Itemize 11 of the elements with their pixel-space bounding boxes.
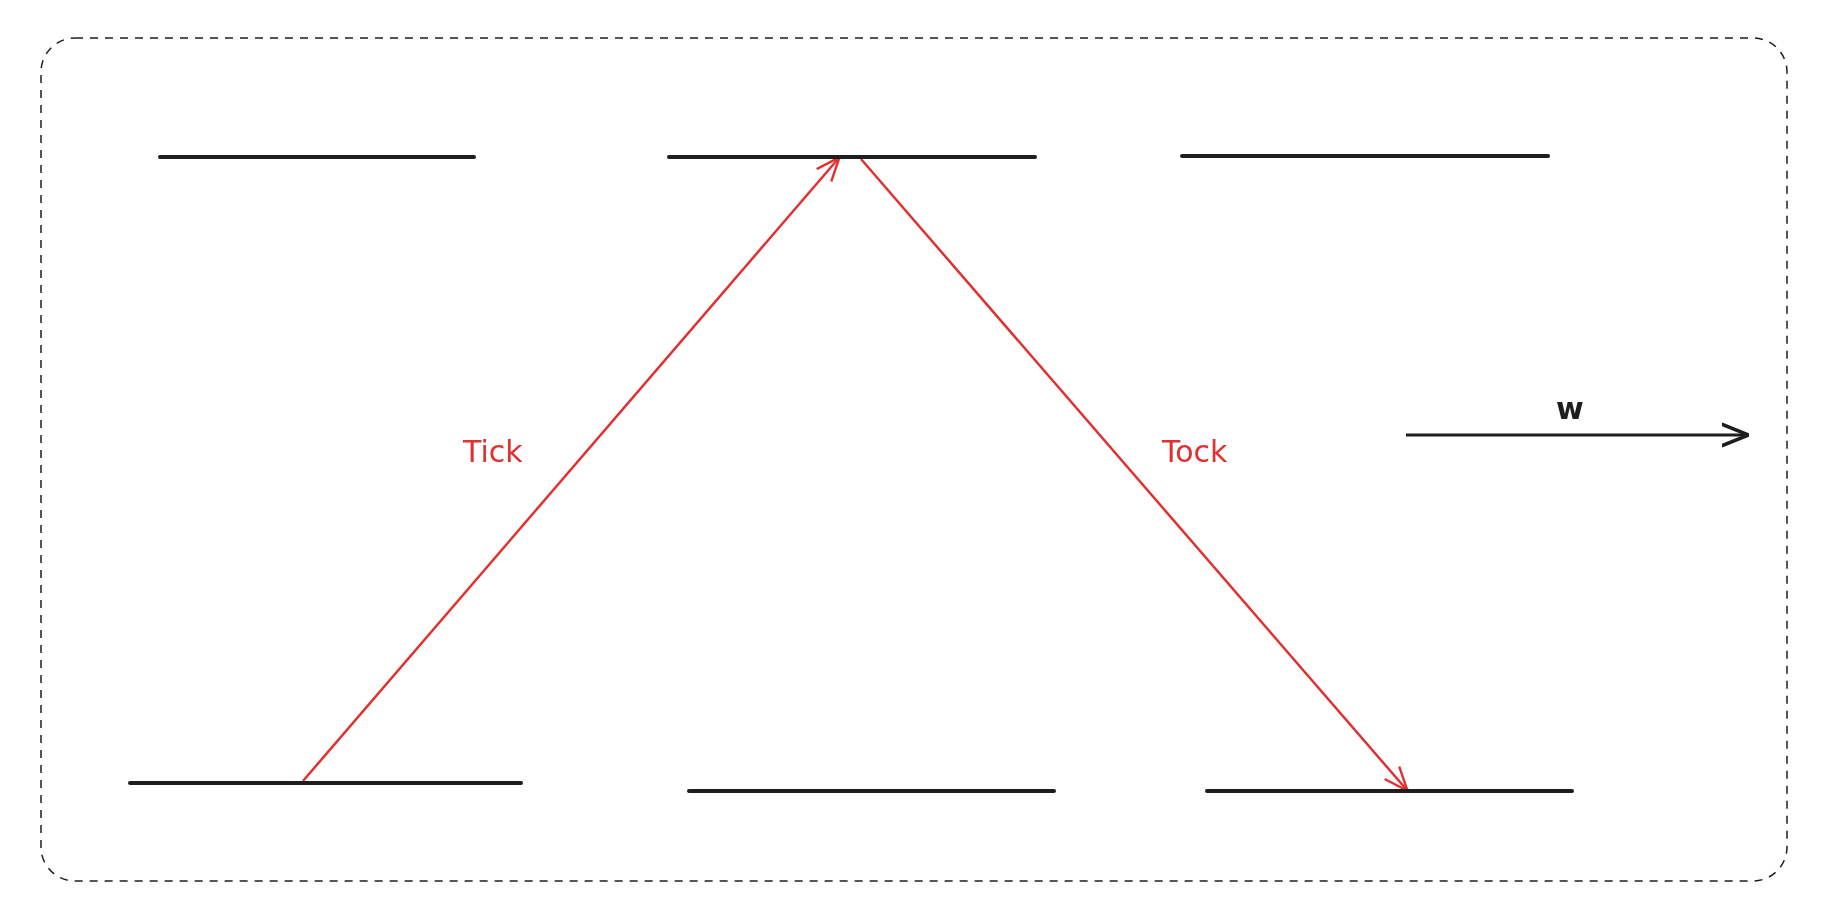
arrow bbox=[302, 156, 841, 782]
edge-label: Tock bbox=[1162, 437, 1228, 467]
level-bar bbox=[1180, 154, 1550, 158]
level-bar bbox=[158, 155, 476, 159]
arrow bbox=[860, 158, 1409, 792]
level-bar bbox=[667, 155, 1037, 159]
level-bar bbox=[1205, 789, 1574, 793]
level-bar bbox=[128, 781, 523, 785]
edge-label: Tick bbox=[463, 437, 523, 467]
label: w bbox=[1556, 394, 1584, 424]
level-bar bbox=[687, 789, 1056, 793]
